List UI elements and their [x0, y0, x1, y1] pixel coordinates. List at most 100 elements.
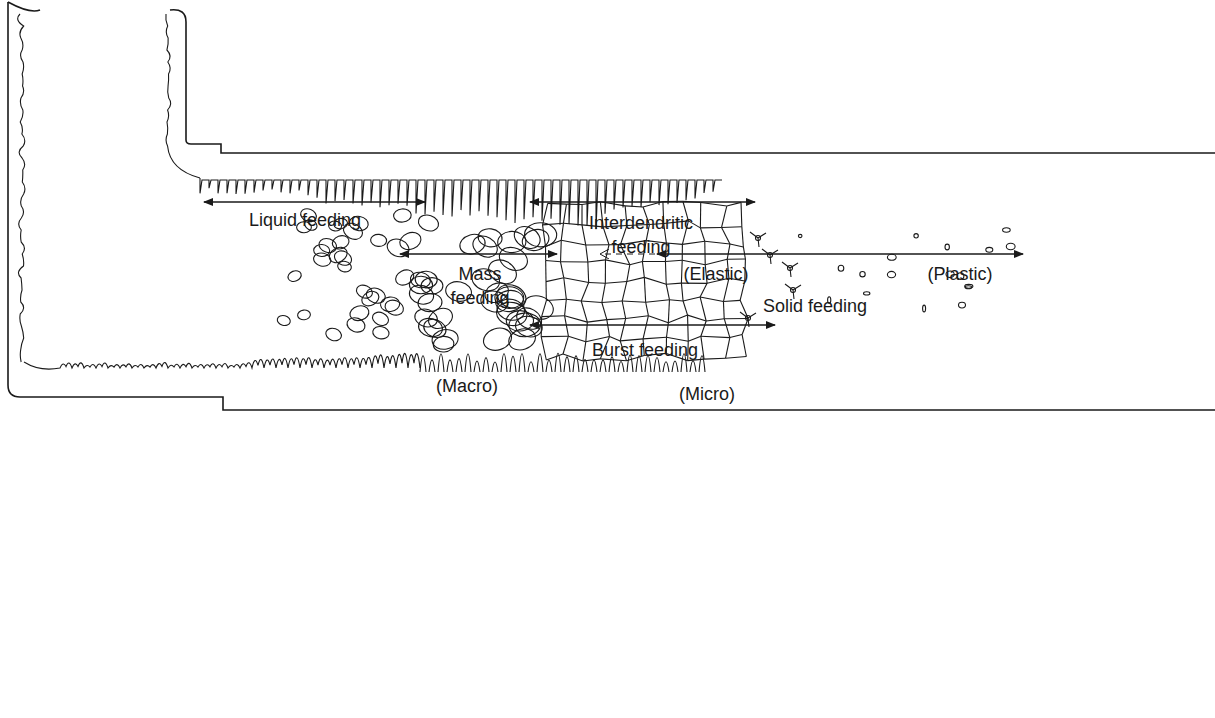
grain-boundary: [587, 262, 589, 283]
grain-boundary: [701, 202, 727, 206]
feeding-label: (Plastic): [900, 262, 1020, 286]
grain: [312, 251, 332, 268]
dendrite: [474, 361, 480, 372]
grain-boundary: [705, 259, 727, 264]
grain-boundary: [646, 300, 670, 303]
grain-boundary: [644, 277, 666, 284]
grain: [331, 233, 351, 251]
grain: [345, 315, 367, 334]
grain-boundary: [666, 283, 681, 284]
grain-boundary: [622, 301, 645, 302]
grain-boundary: [723, 300, 740, 301]
grain: [370, 234, 387, 247]
grain: [348, 304, 370, 323]
dendrite: [528, 362, 534, 372]
grain-boundary: [546, 261, 561, 262]
grain-boundary: [542, 301, 547, 317]
grain-boundary: [586, 244, 609, 245]
pore: [838, 265, 844, 271]
grain: [397, 229, 423, 252]
dendrite: [420, 356, 426, 372]
grain-boundary: [563, 223, 582, 225]
grain-boundary: [581, 204, 582, 224]
grain-boundary: [643, 337, 666, 339]
junction: [782, 262, 798, 277]
grain: [416, 212, 440, 233]
grain-boundary: [566, 204, 582, 205]
grain-boundary: [727, 244, 730, 259]
grain: [337, 260, 353, 273]
grain: [370, 310, 390, 328]
grain-boundary: [605, 260, 629, 265]
pore: [887, 271, 895, 277]
chill-wall: [18, 14, 25, 362]
dendrite: [582, 360, 588, 372]
grain-boundary: [545, 261, 546, 282]
feeding-label: (Micro): [647, 382, 767, 406]
grain-boundary: [587, 320, 606, 322]
pore: [788, 266, 793, 271]
grain-boundary: [742, 227, 744, 247]
grain-boundary: [630, 262, 643, 265]
grain: [383, 297, 406, 317]
grain-boundary: [683, 297, 700, 301]
feeding-label: Interdendritic feeding: [576, 211, 706, 259]
grain-boundary: [565, 316, 569, 336]
grain-boundary: [626, 316, 649, 319]
grain-boundary: [743, 247, 745, 259]
grain: [380, 296, 401, 312]
grain-boundary: [548, 203, 567, 205]
grain-boundary: [622, 282, 627, 302]
grain: [421, 278, 443, 294]
grain-boundary: [561, 261, 588, 262]
grain-boundary: [700, 297, 706, 321]
grain-boundary: [583, 342, 586, 361]
dendrite: [456, 359, 462, 372]
pore: [959, 302, 966, 308]
dendrite: [447, 360, 453, 372]
grain-boundary: [607, 320, 610, 337]
grain-boundary: [605, 282, 626, 284]
grain: [297, 309, 311, 320]
grain-boundary: [724, 318, 748, 319]
grain: [286, 269, 302, 284]
grain: [324, 326, 343, 343]
grain-boundary: [563, 336, 568, 354]
feeding-label: Burst feeding: [565, 338, 725, 362]
grain-boundary: [564, 278, 589, 283]
grain-boundary: [581, 301, 602, 303]
feeding-label: Mass feeding: [430, 262, 530, 310]
grain-boundary: [701, 336, 730, 337]
grain-boundary: [724, 319, 730, 338]
grain-boundary: [605, 245, 609, 260]
pore: [1006, 243, 1015, 250]
pore: [746, 316, 751, 321]
grain-boundary: [742, 335, 746, 357]
grain: [425, 304, 456, 332]
grain-boundary: [700, 297, 723, 302]
grain-boundary: [701, 321, 706, 336]
grain-boundary: [625, 206, 643, 207]
grain-boundary: [627, 265, 630, 282]
dendrite: [492, 362, 498, 372]
grain-boundary: [726, 338, 730, 359]
grain-boundary: [561, 223, 563, 240]
grain-boundary: [588, 260, 606, 262]
grain-boundary: [722, 227, 730, 244]
grain-boundary: [646, 302, 649, 315]
grain-boundary: [666, 284, 669, 300]
bottom-dendrites: [24, 353, 420, 369]
pore: [1003, 228, 1011, 232]
grain-boundary: [581, 301, 587, 322]
grain: [431, 328, 460, 351]
grain-boundary: [545, 282, 546, 301]
grain: [276, 314, 291, 327]
dendrite: [438, 354, 444, 372]
grain-boundary: [701, 336, 704, 359]
feeding-label: (Macro): [407, 374, 527, 398]
grain: [469, 232, 501, 262]
grain-boundary: [561, 262, 564, 278]
grain-boundary: [602, 302, 607, 319]
grain: [332, 248, 354, 268]
grain-boundary: [665, 260, 682, 261]
